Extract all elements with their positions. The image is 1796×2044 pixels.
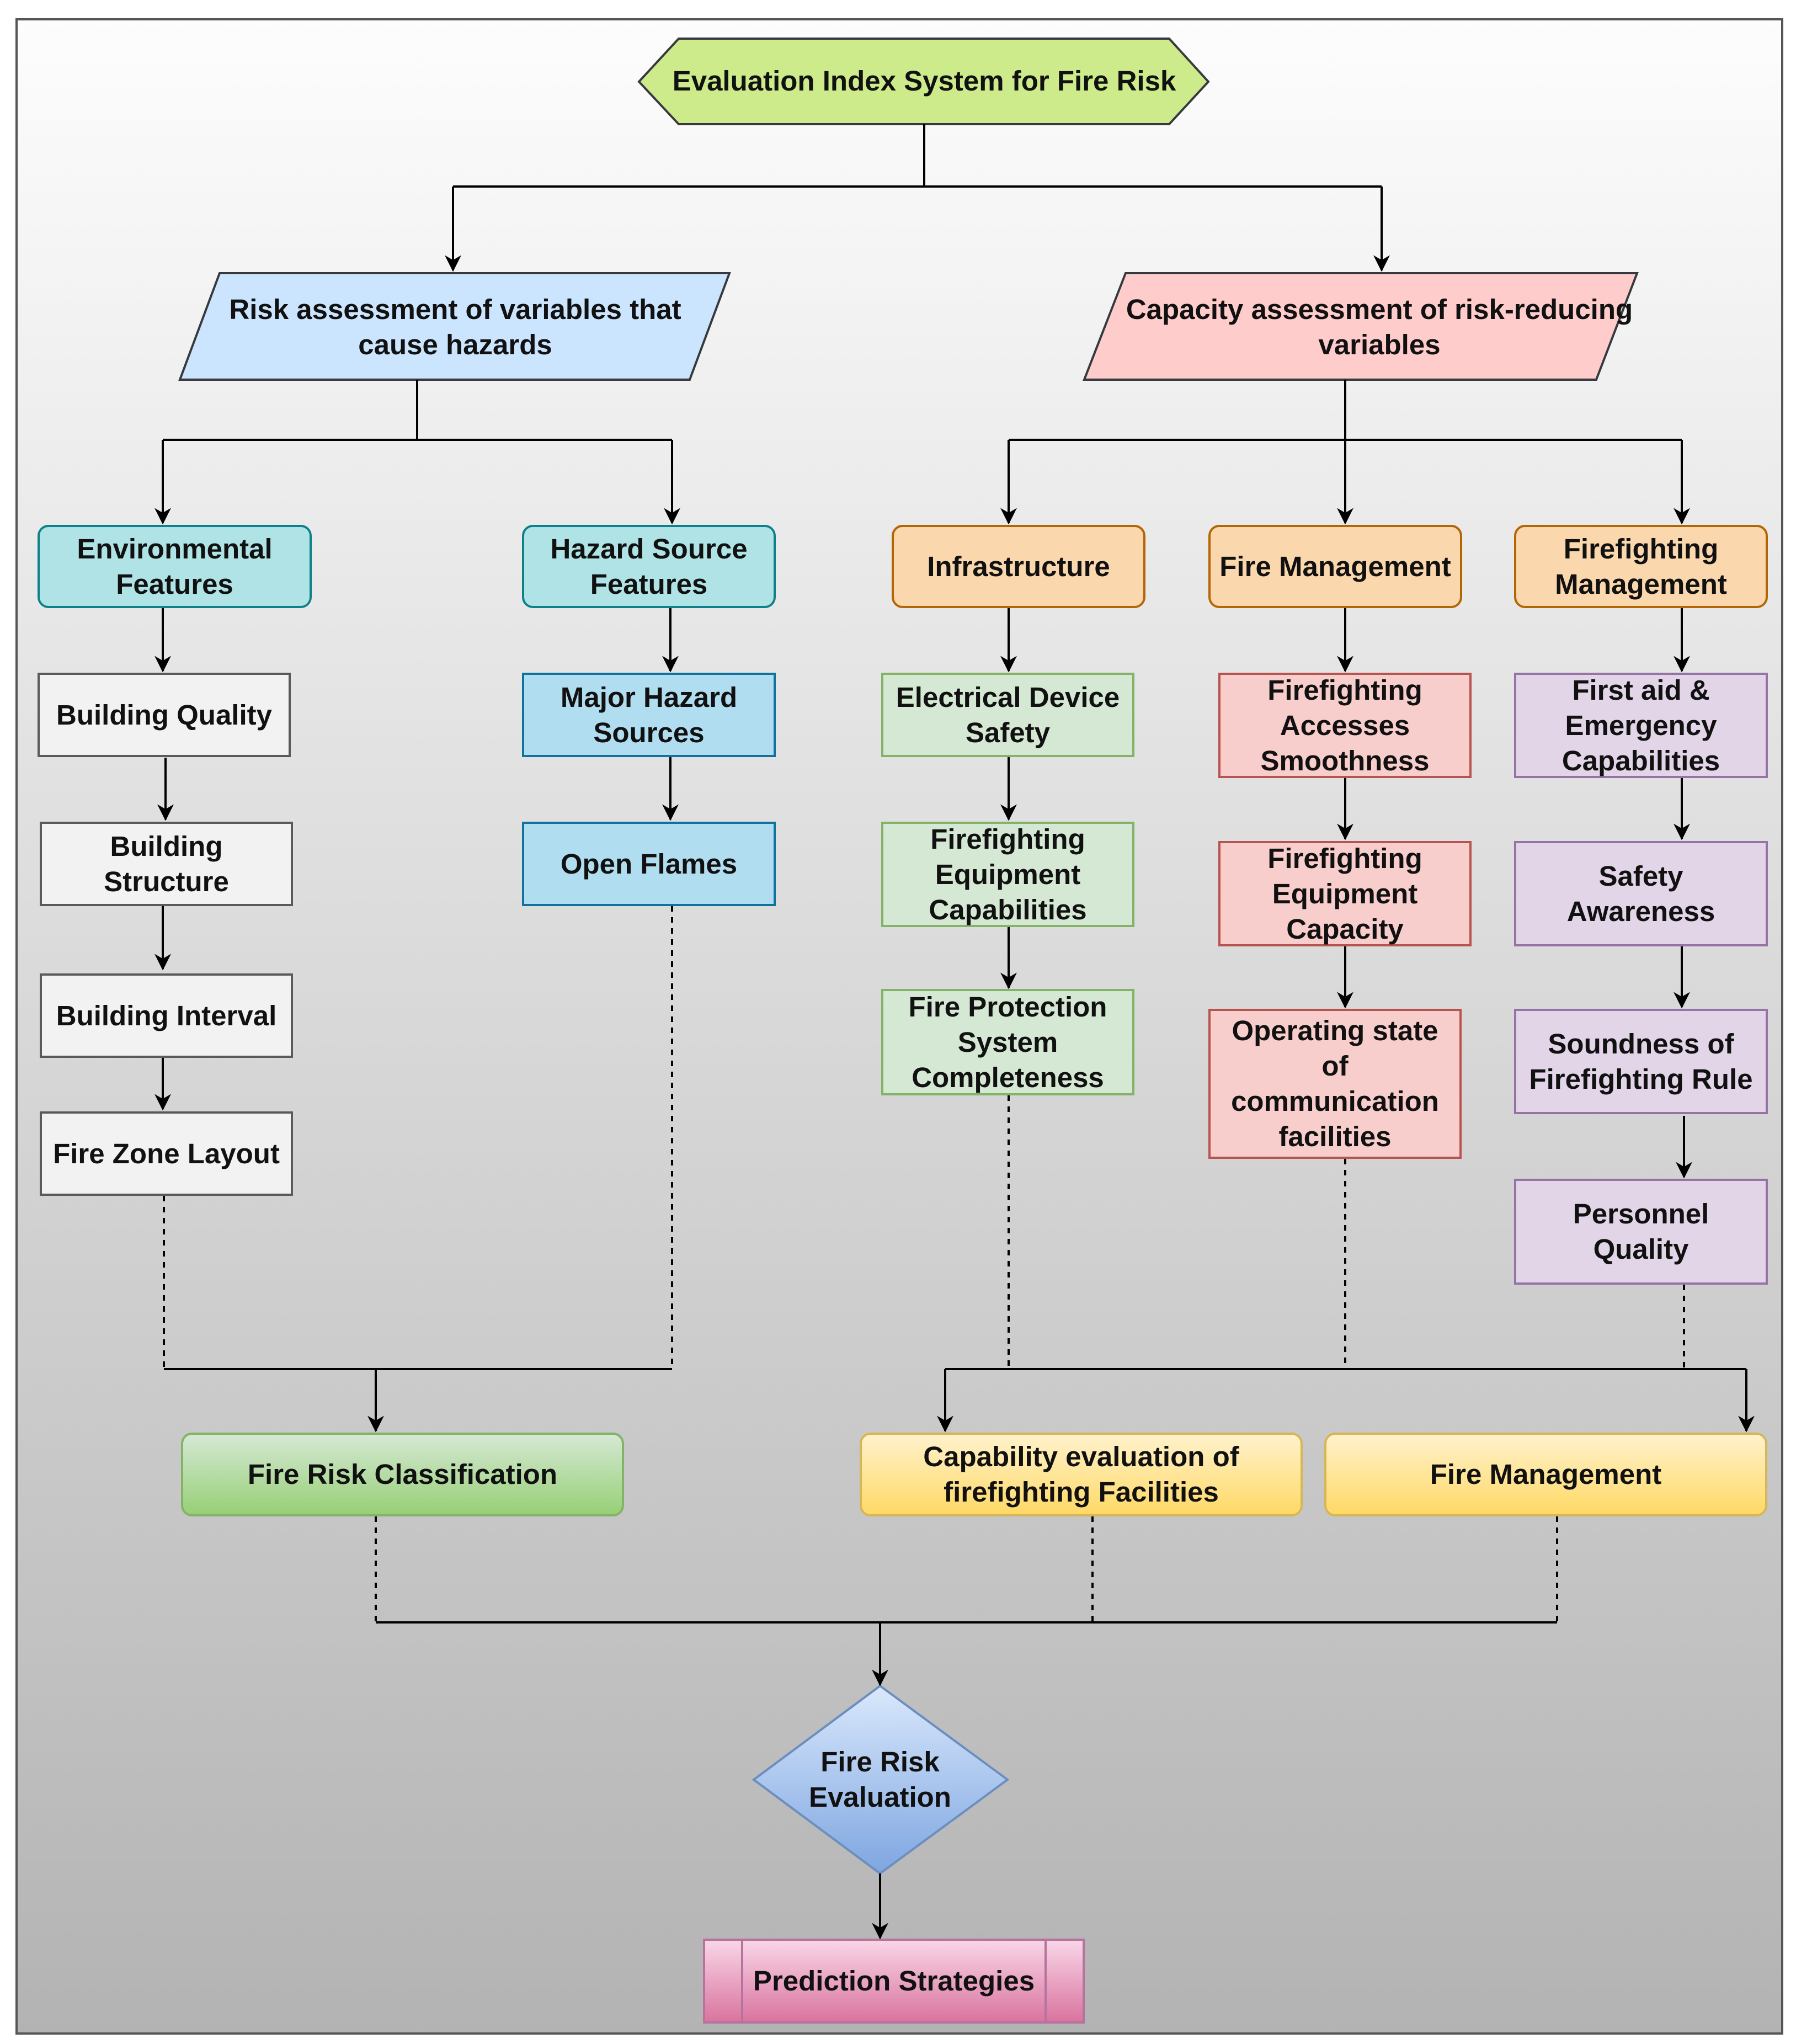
environmental-features-text: Environmental Features (77, 533, 273, 600)
fire-protection-system-text: Fire Protection System Completeness (908, 991, 1107, 1093)
capability-evaluation-box: Capability evaluation of firefighting Fa… (860, 1433, 1303, 1516)
fire-risk-evaluation-text: Fire Risk Evaluation (809, 1746, 951, 1813)
firefighting-rule-box: Soundness of Firefighting Rule (1514, 1009, 1768, 1114)
right-branch-node: Capacity assessment of risk-reducing var… (1109, 276, 1650, 378)
building-quality-box: Building Quality (38, 673, 291, 757)
fire-protection-system-box: Fire Protection System Completeness (881, 989, 1134, 1095)
capability-evaluation-text: Capability evaluation of firefighting Fa… (923, 1441, 1239, 1508)
building-structure-text: Building Structure (104, 830, 229, 897)
strategies-process-box (703, 1939, 1085, 2024)
firefighting-accesses-box: Firefighting Accesses Smoothness (1218, 673, 1472, 778)
personnel-quality-box: Personnel Quality (1514, 1179, 1768, 1285)
firefighting-rule-text: Soundness of Firefighting Rule (1529, 1028, 1753, 1095)
solid-connectors (154, 124, 1755, 1940)
fire-risk-classification-text: Fire Risk Classification (247, 1459, 558, 1490)
fire-management-category-box: Fire Management (1208, 525, 1462, 608)
left-branch-parallelogram (178, 272, 731, 381)
safety-awareness-box: Safety Awareness (1514, 841, 1768, 946)
dashed-connectors (163, 906, 1685, 1622)
firefighting-equipment-capacity-text: Firefighting Equipment Capacity (1267, 842, 1422, 945)
open-flames-box: Open Flames (522, 822, 776, 906)
building-interval-box: Building Interval (40, 973, 293, 1058)
firefighting-accesses-text: Firefighting Accesses Smoothness (1260, 674, 1430, 776)
title-hexagon-shape (637, 38, 1210, 125)
infrastructure-box: Infrastructure (892, 525, 1145, 608)
first-aid-box: First aid & Emergency Capabilities (1514, 673, 1768, 778)
prediction-strategies-text: Prediction Strategies (753, 1965, 1035, 1997)
fire-management-outcome-box: Fire Management (1324, 1433, 1767, 1516)
first-aid-text: First aid & Emergency Capabilities (1561, 674, 1720, 776)
prediction-strategies-node: Prediction Strategies (742, 1940, 1046, 2022)
fire-management-outcome-text: Fire Management (1430, 1459, 1662, 1490)
building-interval-text: Building Interval (56, 999, 277, 1031)
communication-facilities-box: Operating state of communication facilit… (1208, 1009, 1462, 1159)
personnel-quality-text: Personnel Quality (1573, 1198, 1709, 1265)
hazard-source-features-box: Hazard Source Features (522, 525, 776, 608)
right-branch-text: Capacity assessment of risk-reducing var… (1126, 293, 1633, 360)
building-quality-text: Building Quality (56, 699, 272, 731)
right-branch-parallelogram (1083, 272, 1639, 381)
fire-management-category-text: Fire Management (1219, 550, 1451, 582)
left-branch-text: Risk assessment of variables that cause … (229, 293, 681, 360)
major-hazard-sources-box: Major Hazard Sources (522, 673, 776, 757)
infrastructure-text: Infrastructure (927, 550, 1110, 582)
title-text: Evaluation Index System for Fire Risk (672, 65, 1176, 97)
building-structure-box: Building Structure (40, 822, 293, 906)
firefighting-management-text: Firefighting Management (1555, 533, 1727, 600)
hazard-source-features-text: Hazard Source Features (550, 533, 748, 600)
fire-zone-layout-text: Fire Zone Layout (53, 1137, 280, 1169)
major-hazard-sources-text: Major Hazard Sources (560, 681, 738, 748)
communication-facilities-text: Operating state of communication facilit… (1231, 1015, 1439, 1152)
firefighting-equipment-capabilities-text: Firefighting Equipment Capabilities (929, 823, 1087, 925)
title-node: Evaluation Index System for Fire Risk (668, 40, 1181, 123)
electrical-device-safety-text: Electrical Device Safety (896, 681, 1120, 748)
firefighting-equipment-capabilities-box: Firefighting Equipment Capabilities (881, 822, 1134, 927)
open-flames-text: Open Flames (560, 848, 738, 880)
firefighting-equipment-capacity-box: Firefighting Equipment Capacity (1218, 841, 1472, 946)
fire-risk-classification-box: Fire Risk Classification (181, 1433, 624, 1516)
environmental-features-box: Environmental Features (38, 525, 312, 608)
firefighting-management-box: Firefighting Management (1514, 525, 1768, 608)
fire-risk-evaluation-node: Fire Risk Evaluation (784, 1727, 977, 1832)
safety-awareness-text: Safety Awareness (1566, 860, 1715, 927)
fire-zone-layout-box: Fire Zone Layout (40, 1111, 293, 1196)
left-branch-node: Risk assessment of variables that cause … (210, 276, 701, 378)
electrical-device-safety-box: Electrical Device Safety (881, 673, 1134, 757)
